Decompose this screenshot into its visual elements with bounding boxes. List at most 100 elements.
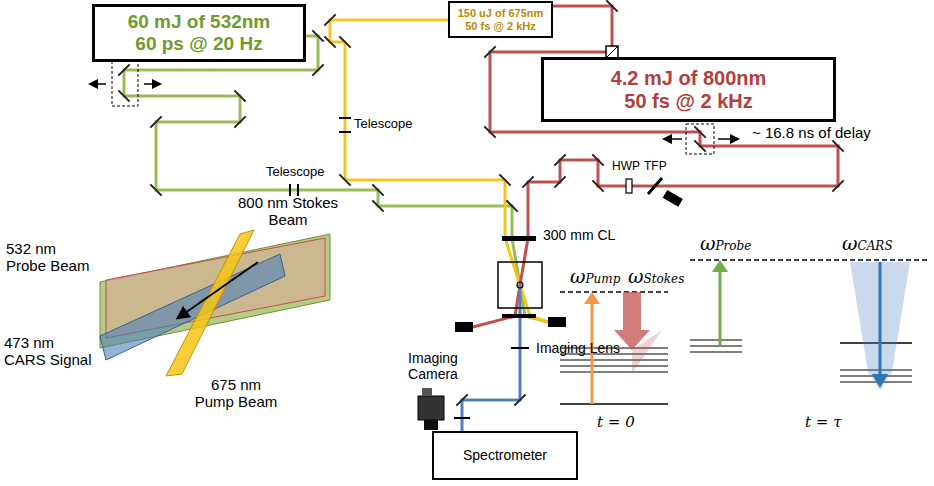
beam-label: 532 nm Probe Beam	[6, 240, 94, 275]
optic-element	[112, 60, 138, 106]
frequency-symbol: ωStokes	[628, 266, 684, 288]
mirror	[339, 36, 350, 47]
energy-level-diagram	[560, 291, 668, 293]
mirror	[484, 46, 495, 57]
optic-element	[517, 282, 523, 288]
mirror	[456, 394, 467, 405]
energy-level-diagram	[690, 352, 742, 353]
box-text: 4.2 mJ of 800nm	[611, 67, 767, 90]
energy-level-diagram	[872, 374, 888, 388]
mirror	[150, 116, 161, 127]
mirror	[606, 0, 617, 11]
mirror	[324, 14, 335, 25]
laser-beam	[462, 285, 520, 431]
mirror	[832, 140, 843, 151]
mirror	[312, 64, 323, 75]
optic-element	[686, 124, 714, 154]
mirror	[592, 180, 603, 191]
mirror	[312, 30, 323, 41]
optic-element	[663, 190, 683, 207]
optic-element	[548, 317, 566, 327]
laser-beam	[330, 20, 548, 322]
laser-beam	[473, 52, 838, 327]
mirror	[592, 154, 603, 165]
component-label: Telescope	[266, 165, 325, 180]
time-label: t = τ	[805, 414, 841, 431]
camera-icon	[424, 420, 438, 430]
optic-element	[339, 117, 351, 119]
frequency-symbol: ωProbe	[700, 233, 751, 255]
box-text: 60 mJ of 532nm	[128, 11, 271, 33]
mirror	[234, 90, 245, 101]
box-text: Spectrometer	[463, 447, 547, 463]
spectrometer-box: Spectrometer	[432, 431, 578, 480]
box-text: 50 fs @ 2 kHz	[624, 90, 752, 113]
camera-icon	[418, 396, 444, 420]
mirror	[554, 154, 565, 165]
optic-element	[626, 179, 632, 193]
laser-box: 150 uJ of 675nm50 fs @ 2 kHz	[448, 1, 553, 38]
optic-element	[454, 417, 470, 419]
mirror	[554, 176, 565, 187]
mirror	[118, 64, 129, 75]
mirror	[324, 36, 335, 47]
mirror	[372, 200, 383, 211]
component-label: 300 mm CL	[543, 227, 615, 243]
mirror	[150, 184, 161, 195]
energy-level-diagram	[850, 262, 910, 390]
optic-element	[648, 178, 662, 194]
mirror	[234, 116, 245, 127]
component-label: Telescope	[354, 117, 413, 132]
optic-element	[339, 131, 351, 133]
optic-element	[718, 138, 738, 140]
delay-note: ~ 16.8 ns of delay	[752, 124, 871, 141]
mirror	[372, 184, 383, 195]
optic-element	[498, 262, 542, 308]
energy-level-diagram	[690, 259, 930, 261]
mirror	[694, 140, 705, 151]
energy-level-diagram	[560, 366, 668, 367]
optic-element	[502, 314, 536, 318]
energy-level-diagram	[690, 340, 742, 341]
box-text: 60 ps @ 20 Hz	[135, 33, 262, 55]
mirror	[514, 394, 525, 405]
energy-level-diagram	[712, 260, 728, 272]
optic-element	[511, 347, 529, 349]
beam-label: 473 nm CARS Signal	[4, 334, 96, 369]
box-text: 50 fs @ 2 kHz	[465, 20, 536, 33]
energy-level-diagram	[584, 292, 600, 304]
frequency-symbol: ωPump	[570, 266, 620, 288]
beam-label: 800 nm Stokes Beam	[228, 194, 348, 229]
box-text: 150 uJ of 675nm	[458, 7, 544, 20]
laser-beam	[553, 6, 612, 57]
mirror	[506, 200, 517, 211]
optic-element	[455, 322, 473, 332]
beam-planes	[166, 230, 254, 376]
time-label: t = 0	[597, 414, 635, 431]
energy-level-diagram	[879, 262, 882, 376]
energy-level-diagram	[560, 403, 668, 405]
energy-level-diagram	[560, 360, 668, 361]
component-label: TFP	[644, 160, 667, 174]
laser-beam	[124, 6, 838, 431]
optic-element	[90, 83, 106, 85]
laser-box: 60 mJ of 532nm60 ps @ 20 Hz	[92, 4, 306, 62]
component-label: Imaging Camera	[398, 350, 468, 382]
energy-level-diagram	[690, 346, 742, 347]
camera-icon	[418, 388, 444, 430]
beam-planes	[100, 230, 330, 376]
optic-element	[664, 138, 682, 140]
mirror	[484, 126, 495, 137]
beam-planes	[178, 262, 258, 318]
mirror	[832, 180, 843, 191]
camera-icon	[422, 388, 432, 396]
beam-label: 675 nm Pump Beam	[190, 376, 282, 411]
energy-level-diagram	[560, 372, 668, 373]
mirror	[499, 174, 510, 185]
energy-level-diagram	[690, 260, 930, 390]
optic-element	[144, 83, 160, 85]
optic-element	[502, 236, 536, 241]
energy-level-diagram	[719, 270, 722, 346]
mirror	[118, 90, 129, 101]
